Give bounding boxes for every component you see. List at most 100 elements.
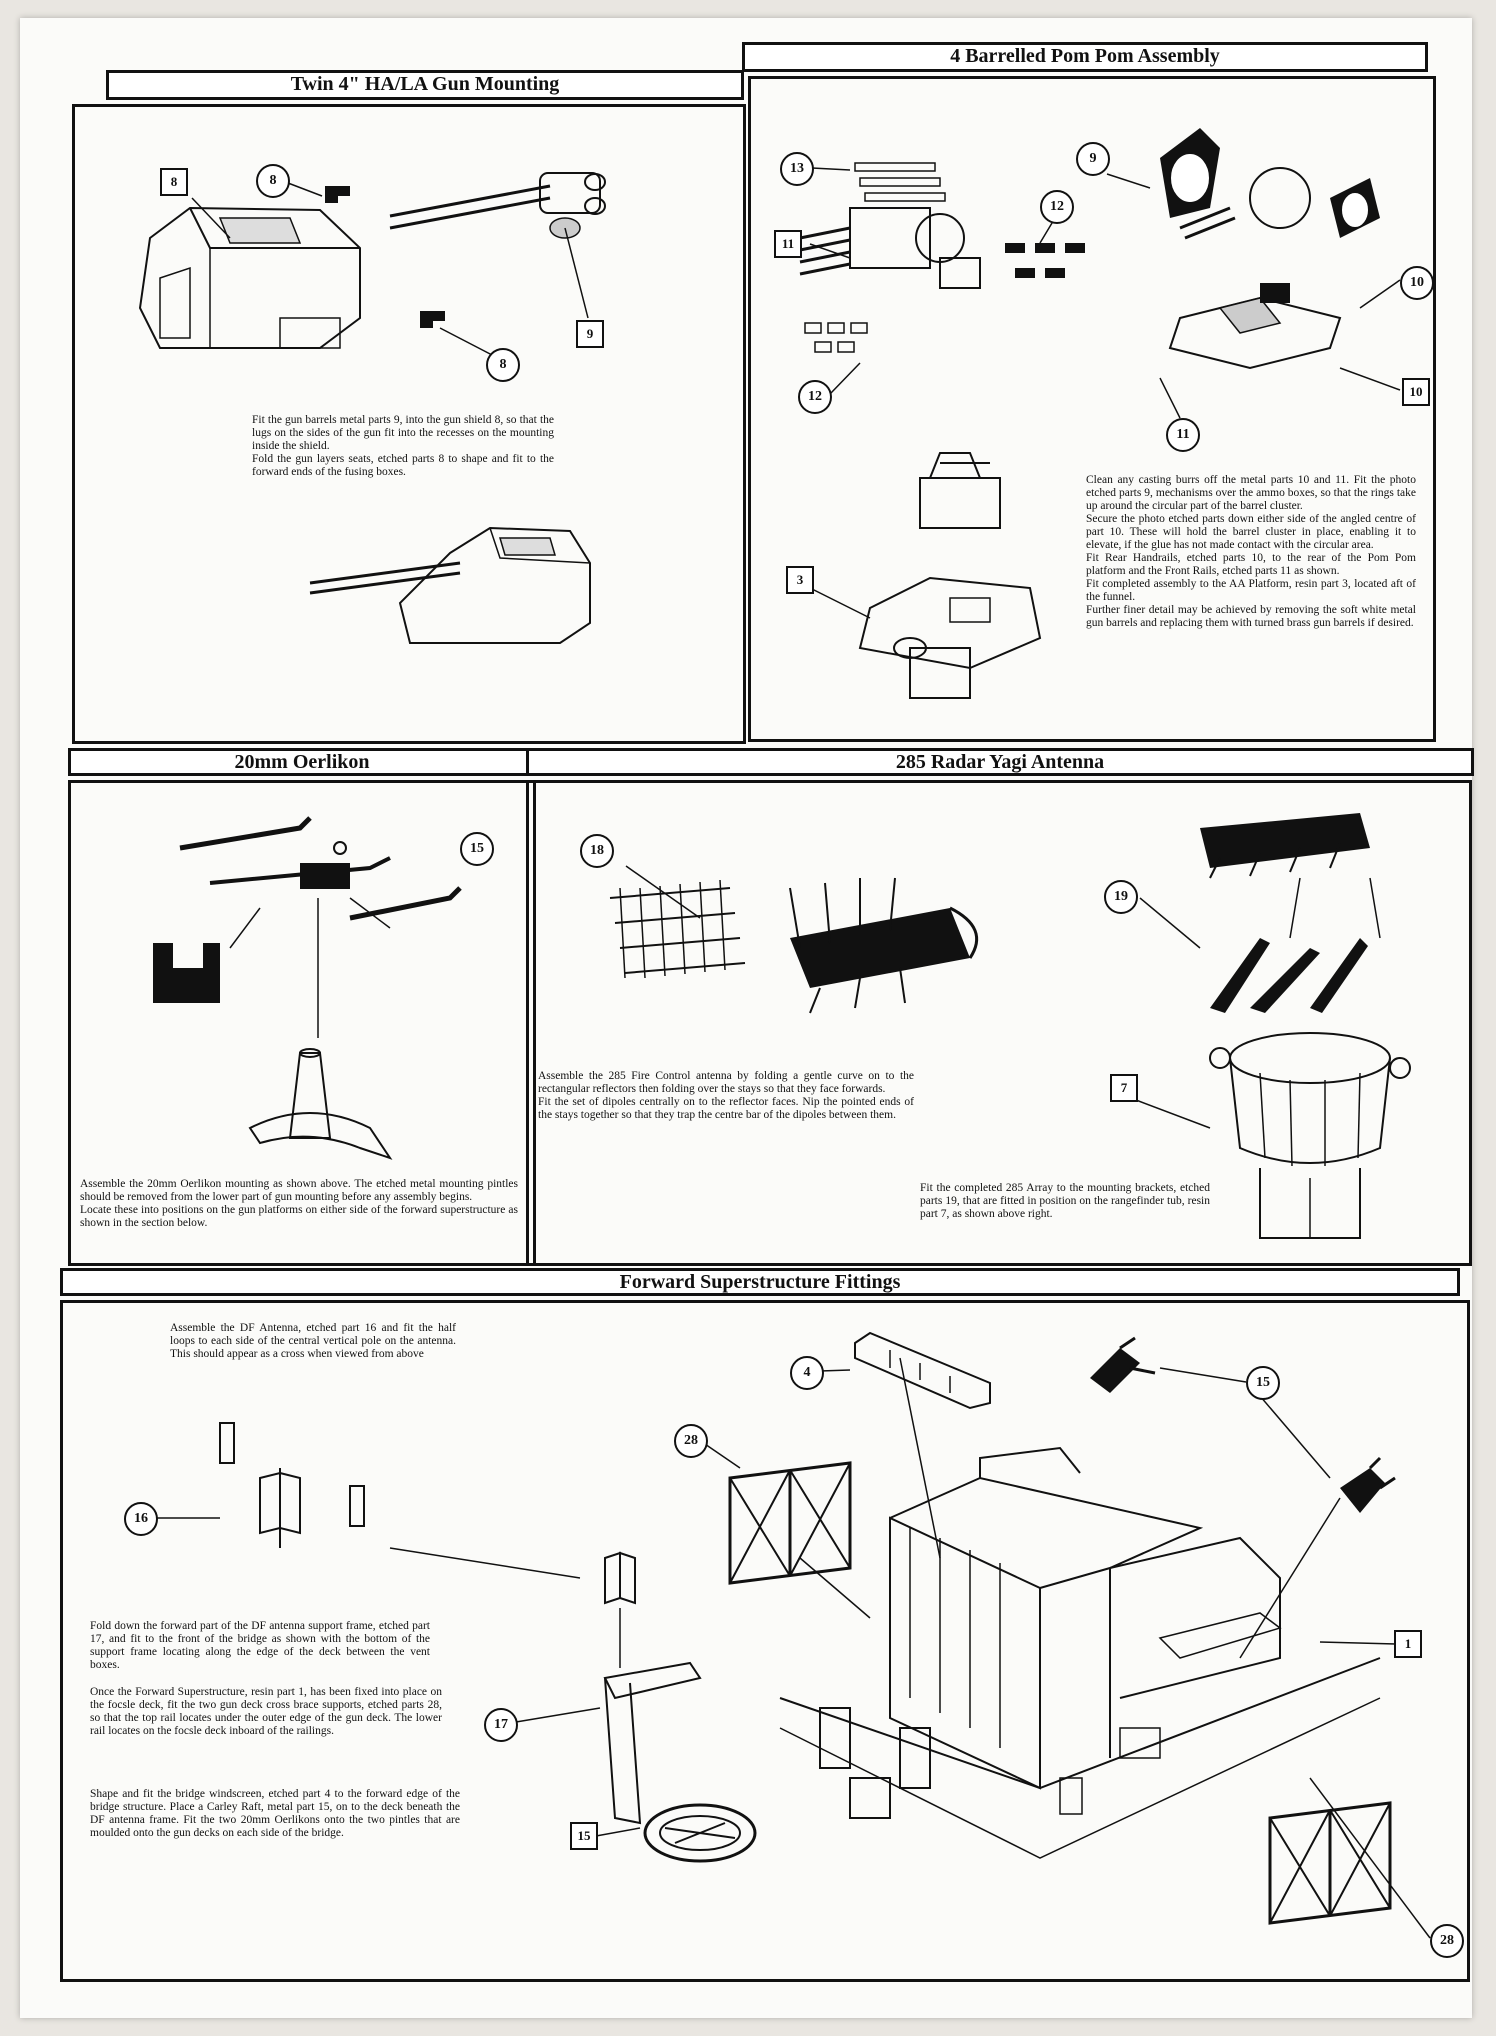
callout-label: 8 <box>269 173 277 188</box>
forward-caption-para-3: Once the Forward Superstructure, resin p… <box>90 1686 442 1737</box>
forward-callout-part-17: 17 <box>484 1708 518 1742</box>
oerlikon-gun-drawing <box>179 816 462 921</box>
pompom-mount-drawing <box>919 452 1001 529</box>
gun-caption-para-1: Fit the gun barrels metal parts 9, into … <box>252 414 554 452</box>
callout-label: 10 <box>1409 384 1423 399</box>
forward-caption-para-2: Fold down the forward part of the DF ant… <box>90 1620 430 1671</box>
forward-caption-para-4: Shape and fit the bridge windscreen, etc… <box>90 1788 460 1839</box>
radar-caption-para-1: Assemble the 285 Fire Control antenna by… <box>538 1070 914 1095</box>
oerlikon-callout-part-15: 15 <box>460 832 494 866</box>
gun-caption: Fit the gun barrels metal parts 9, into … <box>252 414 554 479</box>
callout-label: 11 <box>1176 427 1190 442</box>
radar-leader-lines <box>625 865 1381 1129</box>
pompom-barrels-drawing <box>799 207 981 289</box>
oerlikon-leader-lines <box>229 897 391 1038</box>
pompom-callout-part-3: 3 <box>786 566 814 594</box>
forward-leader-lines <box>156 1357 1431 1939</box>
pompom-caption-para-5: Further finer detail may be achieved by … <box>1086 604 1416 629</box>
forward-section-title: Forward Superstructure Fittings <box>60 1268 1460 1296</box>
callout-label: 28 <box>684 1433 698 1448</box>
gun-title-text: Twin 4" HA/LA Gun Mounting <box>290 73 560 95</box>
callout-label: 11 <box>781 236 795 251</box>
radar-brackets-drawing <box>1210 938 1368 1013</box>
callout-label: 7 <box>1120 1080 1128 1095</box>
callout-label: 9 <box>586 326 594 341</box>
gun-seat-top-drawing <box>325 186 350 203</box>
forward-caption-4: Shape and fit the bridge windscreen, etc… <box>90 1788 460 1840</box>
radar-section-title: 285 Radar Yagi Antenna <box>526 748 1474 776</box>
oerlikon-title-text: 20mm Oerlikon <box>234 751 370 773</box>
forward-callout-part-15-box: 15 <box>570 1822 598 1850</box>
radar-title-text: 285 Radar Yagi Antenna <box>895 751 1105 773</box>
gun-assembled-drawing <box>309 526 591 644</box>
instruction-sheet: Twin 4" HA/LA Gun Mounting 8 <box>20 18 1474 2018</box>
callout-label: 8 <box>499 357 507 372</box>
pompom-caption-para-1: Clean any casting burrs off the metal pa… <box>1086 474 1416 512</box>
callout-label: 17 <box>494 1717 508 1732</box>
forward-callout-part-28-bottom: 28 <box>1430 1924 1464 1958</box>
pompom-platform-drawing <box>1168 283 1342 370</box>
oerlikon-shield-drawing <box>153 943 220 1003</box>
callout-label: 1 <box>1404 1636 1412 1651</box>
pompom-caption: Clean any casting burrs off the metal pa… <box>1086 474 1416 630</box>
callout-label: 12 <box>808 389 822 404</box>
pompom-lower-plates-drawing <box>804 322 868 353</box>
forward-section-frame <box>60 1300 1470 1982</box>
callout-label: 3 <box>796 572 804 587</box>
pompom-caption-para-3: Fit Rear Handrails, etched parts 10, to … <box>1086 552 1416 577</box>
pompom-handrails-drawing <box>854 162 946 202</box>
gun-callout-part-9: 9 <box>576 320 604 348</box>
radar-caption-para-2: Fit the set of dipoles centrally on to t… <box>538 1096 914 1121</box>
callout-label: 16 <box>134 1511 148 1526</box>
forward-callout-part-16: 16 <box>124 1502 158 1536</box>
pompom-callout-part-11-box: 11 <box>774 230 802 258</box>
oerlikon-caption-para-1: Assemble the 20mm Oerlikon mounting as s… <box>80 1178 518 1203</box>
gun-callout-part-8-top: 8 <box>256 164 290 198</box>
callout-label: 8 <box>170 174 178 189</box>
pompom-caption-para-2: Secure the photo etched parts down eithe… <box>1086 513 1416 551</box>
forward-caption-3: Once the Forward Superstructure, resin p… <box>90 1686 442 1738</box>
pompom-callout-part-12-bottom: 12 <box>798 380 832 414</box>
callout-label: 12 <box>1050 199 1064 214</box>
oerlikon-right-drawing <box>1340 1456 1396 1513</box>
oerlikon-section-frame <box>68 780 536 1266</box>
forward-callout-part-28-top: 28 <box>674 1424 708 1458</box>
callout-label: 28 <box>1440 1933 1454 1948</box>
pompom-caption-para-4: Fit completed assembly to the AA Platfor… <box>1086 578 1416 603</box>
pompom-callout-part-11-bottom: 11 <box>1166 418 1200 452</box>
oerlikon-top-drawing <box>1090 1336 1156 1393</box>
pompom-section-frame <box>748 76 1436 742</box>
callout-label: 15 <box>470 841 484 856</box>
radar-array-drawing <box>1200 813 1370 879</box>
forward-caption-2: Fold down the forward part of the DF ant… <box>90 1620 430 1672</box>
carley-raft-drawing <box>643 1803 757 1863</box>
callout-label: 18 <box>590 843 604 858</box>
callout-label: 19 <box>1114 889 1128 904</box>
radar-dipoles-drawing <box>789 877 979 1014</box>
superstructure-drawing <box>779 1446 1381 1859</box>
forward-callout-part-15-top: 15 <box>1246 1366 1280 1400</box>
df-antenna-small-drawing <box>604 1551 636 1605</box>
forward-callout-part-1: 1 <box>1394 1630 1422 1658</box>
pompom-section-title: 4 Barrelled Pom Pom Assembly <box>742 42 1428 72</box>
oerlikon-caption: Assemble the 20mm Oerlikon mounting as s… <box>80 1178 518 1230</box>
gun-callout-part-8-bottom: 8 <box>486 348 520 382</box>
callout-label: 15 <box>577 1828 591 1843</box>
gun-section-title: Twin 4" HA/LA Gun Mounting <box>106 70 744 100</box>
pompom-callout-part-10-top: 10 <box>1400 266 1434 300</box>
forward-title-text: Forward Superstructure Fittings <box>619 1271 901 1293</box>
gun-seat-bottom-drawing <box>420 311 445 328</box>
gun-leader-lines <box>191 182 589 357</box>
df-antenna-drawing <box>219 1422 365 1548</box>
pompom-title-text: 4 Barrelled Pom Pom Assembly <box>950 45 1220 67</box>
cross-brace-top-drawing <box>728 1461 852 1585</box>
windscreen-drawing <box>854 1331 991 1410</box>
radar-section-frame <box>526 780 1472 1266</box>
oerlikon-caption-para-2: Locate these into positions on the gun p… <box>80 1204 518 1229</box>
radar-callout-part-18: 18 <box>580 834 614 868</box>
gun-callout-part-8-box: 8 <box>160 168 188 196</box>
callout-label: 9 <box>1089 151 1097 166</box>
radar-callout-part-7: 7 <box>1110 1074 1138 1102</box>
radar-caption-right: Fit the completed 285 Array to the mount… <box>920 1182 1210 1221</box>
gun-section-frame <box>72 104 746 744</box>
